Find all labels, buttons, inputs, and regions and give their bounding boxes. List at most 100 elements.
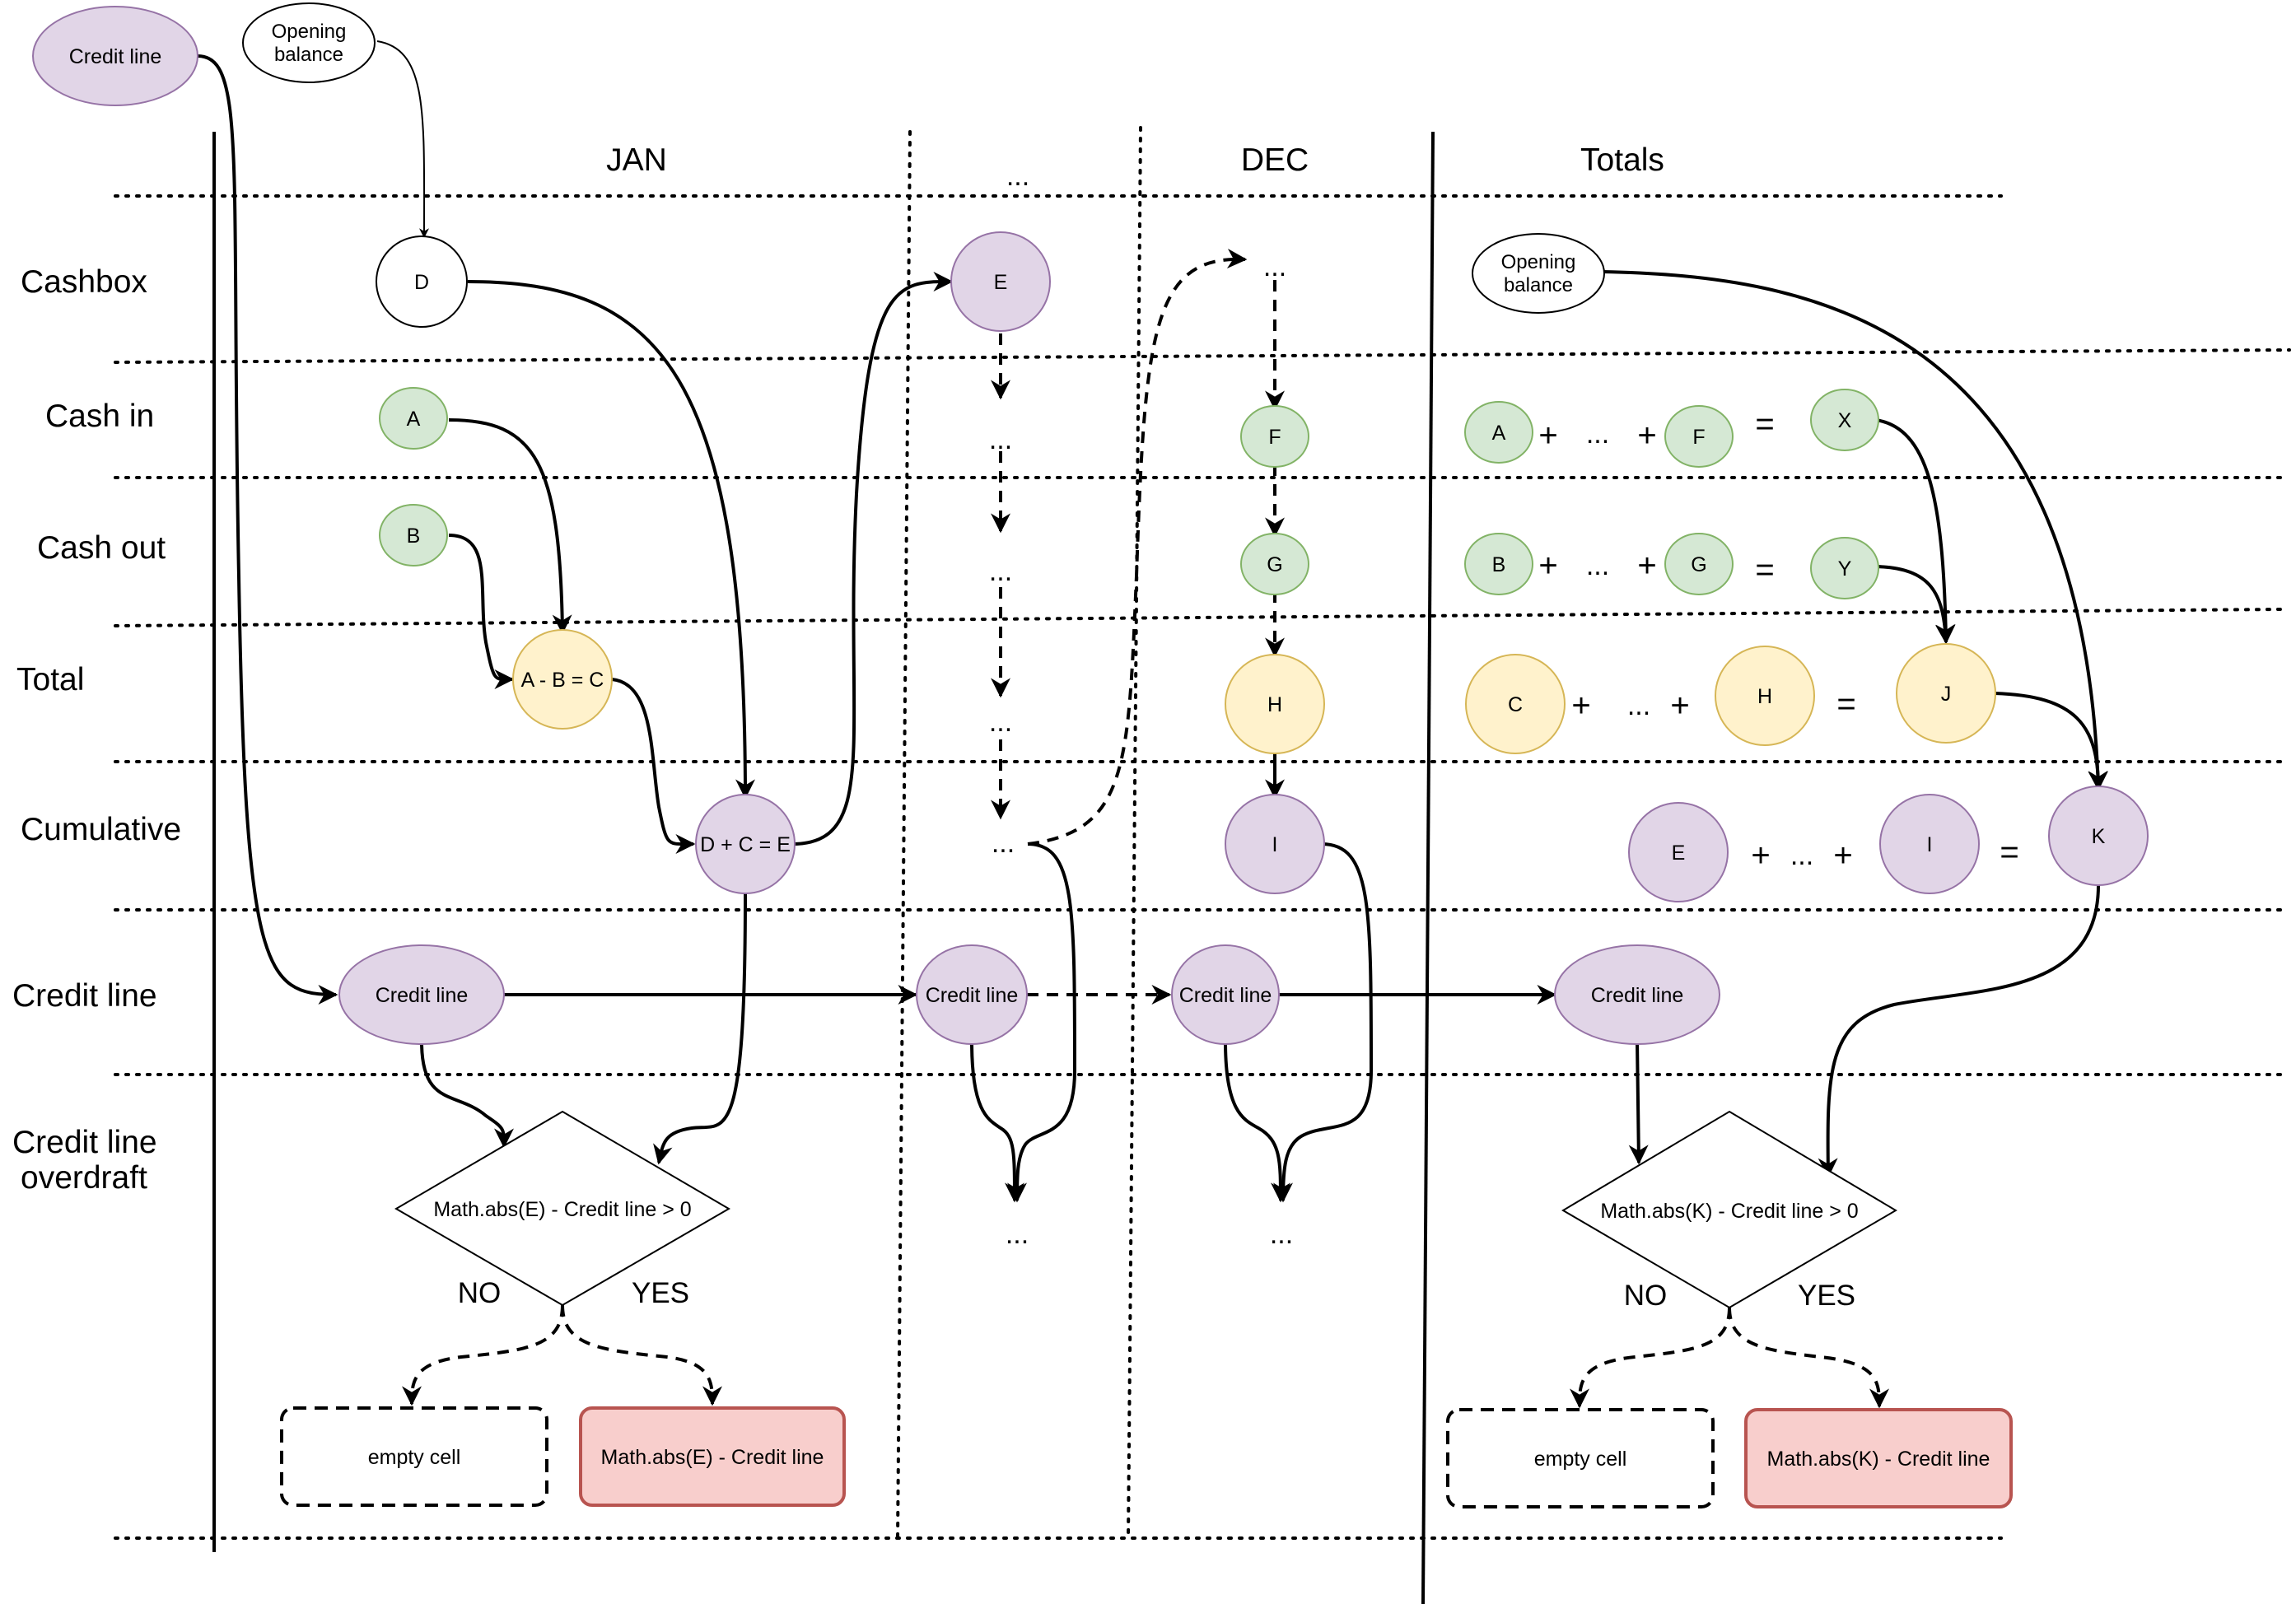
totals-out-y xyxy=(1810,537,1879,599)
totals-branch-no: NO xyxy=(1624,1280,1668,1312)
connector-credit-line-to-jan xyxy=(197,54,338,1005)
connector-jan-credit-to-condition xyxy=(420,1041,514,1149)
svg-text:Credit line: Credit line xyxy=(926,984,1019,1007)
totals-column: Opening balance A + ... + F = X B + ... … xyxy=(1446,233,2149,1508)
jan-credit-line xyxy=(338,944,505,1045)
jan-branch-yes: YES xyxy=(632,1277,689,1309)
svg-text:E: E xyxy=(994,271,1008,294)
totals-in-x xyxy=(1810,389,1879,451)
dec-node-f xyxy=(1240,405,1309,468)
svg-text:balance: balance xyxy=(274,44,343,66)
totals-branch-yes: YES xyxy=(1798,1280,1855,1312)
jan-overdraft-box xyxy=(579,1406,846,1507)
top-opening-balance-node: Opening balance xyxy=(242,2,376,83)
svg-text:...: ... xyxy=(1270,1219,1293,1250)
svg-text:A - B = C: A - B = C xyxy=(521,669,604,692)
connector-b-to-c xyxy=(448,534,515,690)
svg-text:X: X xyxy=(1838,409,1852,432)
grid-lines xyxy=(114,126,2291,1604)
connectors xyxy=(197,40,2108,1409)
jan-column: D A B A - B = C D + C = E Credit line Ma… xyxy=(280,235,846,1507)
column-label-jan: JAN xyxy=(606,142,667,178)
row-labels: Cashbox Cash in Cash out Total Cumulativ… xyxy=(12,264,181,1196)
totals-tot-j xyxy=(1896,643,1996,744)
svg-text:B: B xyxy=(407,525,421,548)
svg-text:I: I xyxy=(1927,833,1933,856)
svg-text:G: G xyxy=(1267,553,1282,576)
jan-node-c xyxy=(512,629,613,730)
svg-text:=: = xyxy=(1755,406,1774,442)
svg-text:=: = xyxy=(1755,552,1774,588)
svg-text:=: = xyxy=(2000,834,2018,870)
svg-text:...: ... xyxy=(1586,550,1609,581)
connector-d-to-e xyxy=(467,280,755,800)
row-label-credit-line: Credit line xyxy=(12,978,157,1014)
jan-node-b xyxy=(379,504,448,567)
svg-text:C: C xyxy=(1508,693,1523,716)
row-label-overdraft-1: Credit line xyxy=(12,1125,157,1160)
mid-column: E ... ... ... ... Credit line ... xyxy=(916,231,1051,1250)
totals-cum-k xyxy=(2048,786,2149,886)
svg-text:+: + xyxy=(1637,548,1656,584)
svg-text:+: + xyxy=(1538,548,1557,584)
dec-credit-line xyxy=(1171,944,1280,1045)
totals-out-g xyxy=(1664,533,1734,595)
svg-text:E: E xyxy=(1672,842,1686,865)
svg-text:G: G xyxy=(1691,553,1706,576)
svg-text:H: H xyxy=(1757,685,1772,708)
svg-text:...: ... xyxy=(1627,690,1650,721)
dec-column: ... F G H I Credit line ... xyxy=(1171,251,1325,1250)
svg-text:+: + xyxy=(1538,417,1557,454)
svg-text:...: ... xyxy=(989,424,1012,455)
row-label-cashbox: Cashbox xyxy=(21,264,147,300)
connector-opening-balance-to-k xyxy=(1601,270,2108,791)
svg-text:F: F xyxy=(1692,426,1705,449)
totals-in-a xyxy=(1464,401,1533,464)
jan-node-d xyxy=(376,235,468,328)
row-label-overdraft-2: overdraft xyxy=(21,1160,147,1196)
dec-node-i xyxy=(1225,794,1325,894)
totals-cum-i xyxy=(1879,794,1980,894)
column-labels: JAN ... DEC Totals xyxy=(606,142,1664,192)
svg-text:Credit line: Credit line xyxy=(376,984,469,1007)
connector-k-to-condition xyxy=(1818,884,2100,1178)
jan-empty-cell-box xyxy=(280,1406,548,1507)
svg-text:Math.abs(K) - Credit line > 0: Math.abs(K) - Credit line > 0 xyxy=(1600,1200,1858,1223)
svg-text:...: ... xyxy=(1586,418,1609,450)
totals-empty-cell-box xyxy=(1446,1408,1715,1508)
svg-text:B: B xyxy=(1492,553,1506,576)
jan-node-e xyxy=(695,794,796,894)
svg-text:I: I xyxy=(1272,833,1278,856)
svg-text:...: ... xyxy=(992,828,1015,859)
dec-node-h xyxy=(1225,654,1325,754)
column-label-ellipsis: ... xyxy=(1006,161,1029,192)
svg-text:A: A xyxy=(1492,422,1506,445)
svg-text:Math.abs(K) - Credit line: Math.abs(K) - Credit line xyxy=(1767,1448,1990,1471)
mid-credit-line xyxy=(916,944,1028,1045)
svg-text:+: + xyxy=(1833,837,1852,874)
column-label-totals: Totals xyxy=(1580,142,1664,178)
svg-text:Opening: Opening xyxy=(272,21,347,43)
mid-node-e xyxy=(950,231,1051,332)
svg-text:...: ... xyxy=(989,556,1012,587)
top-credit-line-label: Credit line xyxy=(69,45,162,68)
svg-text:balance: balance xyxy=(1504,274,1573,296)
svg-text:...: ... xyxy=(1790,840,1813,871)
row-label-cumulative: Cumulative xyxy=(21,812,181,847)
svg-text:A: A xyxy=(407,408,421,431)
svg-text:J: J xyxy=(1941,683,1952,706)
totals-condition-diamond xyxy=(1561,1110,1897,1309)
connector-a-to-c xyxy=(448,418,572,635)
svg-text:empty cell: empty cell xyxy=(368,1446,461,1469)
totals-opening-balance xyxy=(1472,233,1605,314)
row-label-cash-out: Cash out xyxy=(37,530,166,566)
svg-text:D + C = E: D + C = E xyxy=(700,833,791,856)
connector-c-to-e xyxy=(611,678,696,855)
svg-text:K: K xyxy=(2092,825,2106,848)
jan-branch-no: NO xyxy=(458,1277,502,1309)
svg-text:Math.abs(E) - Credit line > 0: Math.abs(E) - Credit line > 0 xyxy=(433,1198,691,1221)
totals-overdraft-box xyxy=(1744,1408,2013,1508)
totals-in-f xyxy=(1664,405,1734,468)
